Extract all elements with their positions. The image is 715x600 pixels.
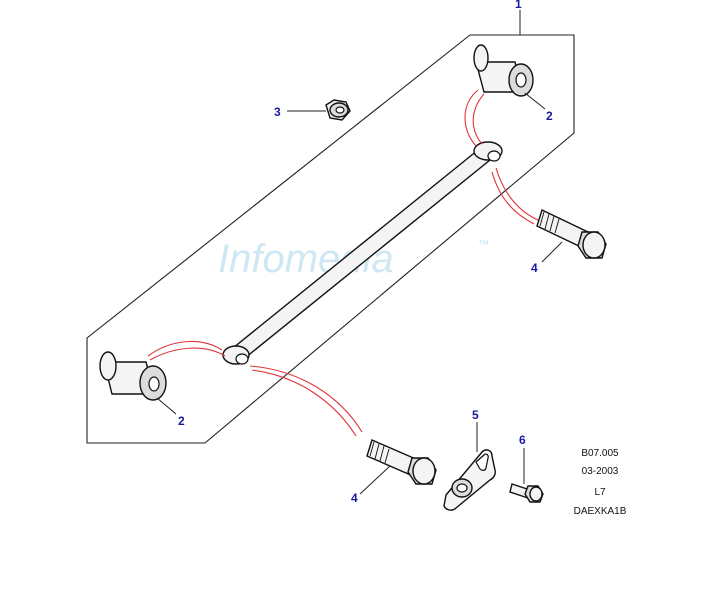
assembly-frame bbox=[86, 34, 575, 444]
bush-lower bbox=[99, 351, 167, 401]
callout-1-label: 1 bbox=[515, 0, 522, 11]
callout-2-bottom: 2 bbox=[156, 397, 185, 428]
callout-2-bottom-leader bbox=[156, 397, 177, 415]
reference-part-code: DAEXKA1B bbox=[574, 506, 627, 517]
small-bolt bbox=[509, 483, 544, 503]
reference-model: L7 bbox=[594, 487, 606, 498]
bolt-upper bbox=[536, 209, 607, 259]
callout-4-bottom: 4 bbox=[351, 465, 391, 505]
callout-6: 6 bbox=[519, 433, 526, 484]
callout-1: 1 bbox=[515, 0, 522, 35]
callout-5-label: 5 bbox=[472, 408, 479, 422]
nut bbox=[325, 99, 351, 121]
callout-2-bottom-label: 2 bbox=[178, 414, 185, 428]
bush-upper bbox=[473, 44, 534, 97]
assembly-lines bbox=[147, 89, 539, 437]
callout-4-top-leader bbox=[541, 241, 563, 263]
callout-4-top-label: 4 bbox=[531, 261, 538, 275]
plate bbox=[443, 449, 496, 511]
callout-5: 5 bbox=[472, 408, 479, 452]
link-rod bbox=[222, 141, 503, 365]
callout-4-bottom-leader bbox=[359, 465, 391, 495]
callout-3-label: 3 bbox=[274, 105, 281, 119]
reference-info: B07.005 03-2003 L7 DAEXKA1B bbox=[574, 448, 627, 517]
callout-3: 3 bbox=[274, 105, 326, 119]
reference-code: B07.005 bbox=[581, 448, 619, 459]
callout-2-top-label: 2 bbox=[546, 109, 553, 123]
callout-4-bottom-label: 4 bbox=[351, 491, 358, 505]
callout-4-top: 4 bbox=[531, 241, 563, 275]
callout-6-label: 6 bbox=[519, 433, 526, 447]
callout-2-top: 2 bbox=[524, 92, 553, 123]
callout-2-top-leader bbox=[524, 92, 546, 110]
watermark-trademark: ™ bbox=[478, 239, 489, 251]
bolt-lower bbox=[366, 439, 437, 485]
reference-date: 03-2003 bbox=[582, 466, 619, 477]
